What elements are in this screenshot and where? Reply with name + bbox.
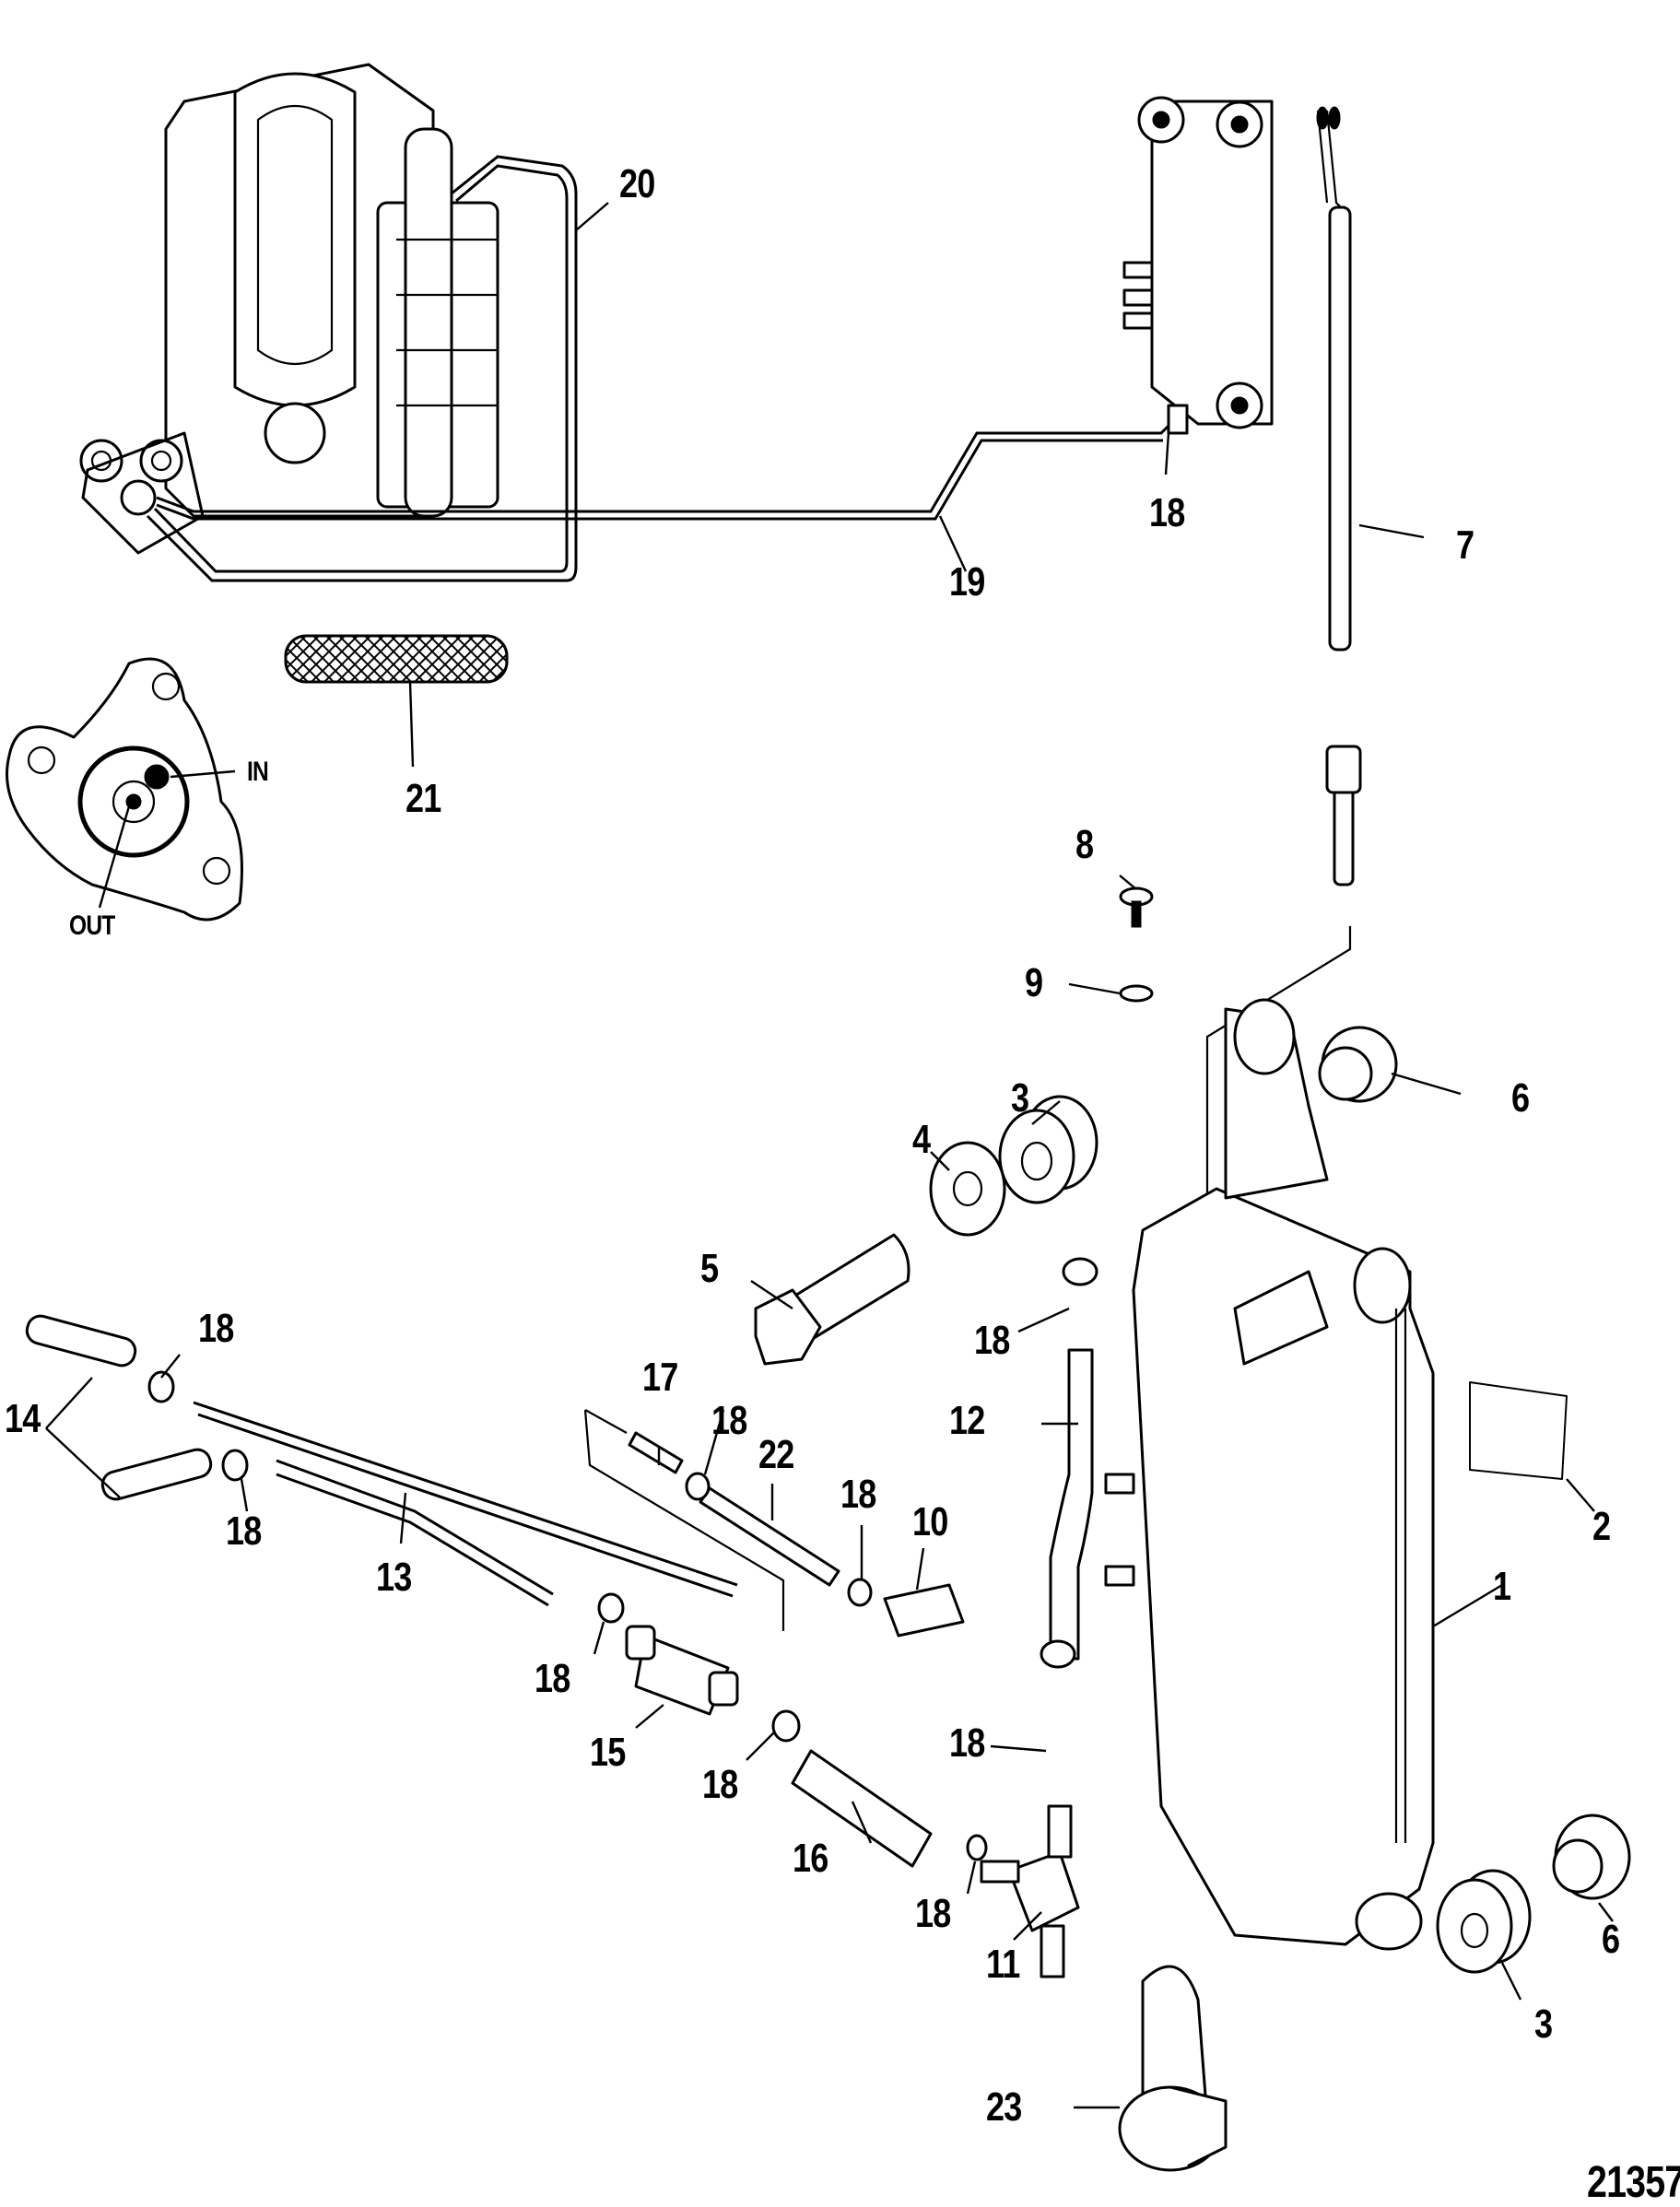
callout-1: 1: [1493, 1564, 1511, 1609]
callout-17: 17: [642, 1355, 678, 1400]
sleeve-hose: [284, 634, 509, 684]
callout-18-top: 18: [974, 1318, 1010, 1363]
callout-2: 2: [1592, 1504, 1611, 1549]
vapor-separator: [1122, 96, 1274, 429]
callout-19: 19: [949, 559, 985, 605]
callout-12: 12: [949, 1398, 985, 1443]
callout-18-g: 18: [702, 1762, 738, 1807]
decal: [1469, 1381, 1568, 1480]
fuel-hose-13: [193, 1401, 738, 1607]
callout-7: 7: [1456, 522, 1474, 568]
tee-fitting: [980, 1804, 1080, 1978]
callout-18-c: 18: [711, 1398, 747, 1443]
fitting-17: [628, 1431, 684, 1474]
fitting-10: [883, 1583, 965, 1638]
callout-13: 13: [376, 1555, 412, 1600]
pump-out-label: OUT: [69, 910, 115, 941]
bushing-lower: [1436, 1869, 1532, 1974]
vent-hose: [146, 155, 578, 582]
fuel-pump-inset: [6, 657, 243, 922]
callout-6-upper: 6: [1511, 1075, 1530, 1121]
callout-15: 15: [590, 1730, 626, 1775]
sensor-harness: [1205, 106, 1362, 1253]
callout-21: 21: [405, 776, 441, 821]
callout-3-upper: 3: [1011, 1075, 1029, 1121]
washer-4: [929, 1141, 1006, 1237]
bushing-cup: [1318, 1026, 1398, 1103]
callout-5: 5: [700, 1246, 719, 1291]
callout-18-h: 18: [915, 1891, 951, 1936]
callout-18-d: 18: [840, 1472, 876, 1517]
callout-23: 23: [986, 2084, 1022, 2130]
callout-20: 20: [619, 161, 655, 206]
callout-18-f: 18: [949, 1720, 985, 1766]
callout-8: 8: [1075, 822, 1094, 867]
fuel-filter: [625, 1625, 739, 1716]
callout-4: 4: [912, 1117, 931, 1162]
trim-cylinder: [1104, 998, 1435, 1951]
callout-14: 14: [5, 1396, 41, 1441]
engine-block: [79, 63, 499, 555]
callout-6-lower: 6: [1602, 1917, 1620, 1962]
hose-16: [791, 1749, 933, 1868]
callout-16: 16: [793, 1836, 828, 1881]
bushing: [998, 1095, 1098, 1204]
callout-18-a: 18: [198, 1306, 234, 1351]
callout-11: 11: [986, 1942, 1020, 1987]
callout-18-b: 18: [226, 1509, 262, 1554]
callout-18-vapor: 18: [1149, 490, 1185, 535]
fuel-line: [156, 422, 1172, 513]
bushing-cup-lower: [1552, 1814, 1631, 1900]
tube-22: [699, 1486, 840, 1587]
fitting: [25, 1314, 213, 1501]
callout-22: 22: [758, 1432, 794, 1477]
leader-lines: [45, 202, 1614, 2109]
callout-3-lower: 3: [1534, 2002, 1553, 2047]
hose-clamp: [147, 404, 1189, 1861]
callout-18-e: 18: [535, 1656, 570, 1701]
bolt: [754, 1233, 910, 1366]
pump-in-label: IN: [247, 757, 269, 787]
screw: [1119, 886, 1154, 928]
figure-number: 21357: [1587, 2158, 1680, 2207]
callout-10: 10: [912, 1499, 948, 1544]
callout-9: 9: [1025, 960, 1043, 1005]
hose-12: [1049, 1348, 1094, 1661]
clamp: [1118, 1965, 1228, 2172]
washer: [1119, 984, 1154, 1003]
